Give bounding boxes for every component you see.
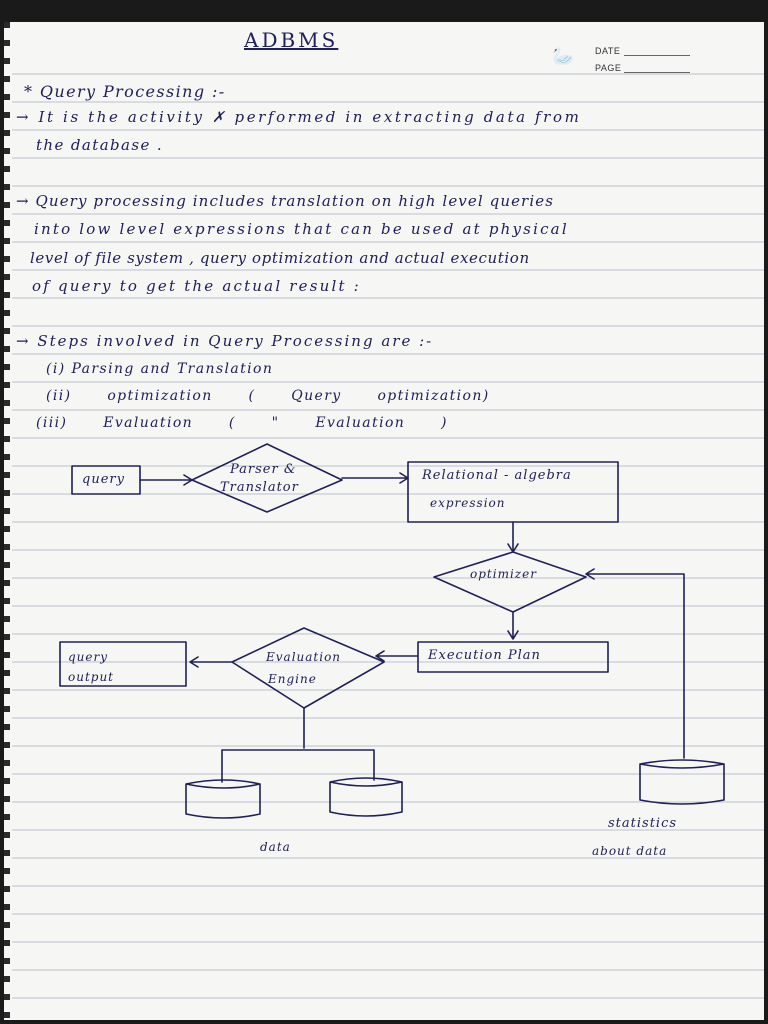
optimizer-label: optimizer <box>470 567 537 581</box>
notes-heading: * Query Processing :- <box>24 82 226 101</box>
notebook-page: ADBMS 🦢 DATE PAGE * Query Processing :- … <box>4 22 764 1020</box>
relational-algebra-label-line1: Relational - algebra <box>422 468 572 483</box>
note-line: the database . <box>36 136 164 154</box>
page-label: PAGE <box>595 63 622 73</box>
note-line: → Steps involved in Query Processing are… <box>16 332 434 350</box>
note-line: into low level expressions that can be u… <box>34 220 569 238</box>
parser-label-line2: Translator <box>220 480 299 495</box>
statistics-label-line2: about data <box>592 844 668 858</box>
spiral-binding <box>4 22 10 1020</box>
note-line: (i) Parsing and Translation <box>46 361 274 377</box>
note-line: level of file system , query optimizatio… <box>30 249 530 267</box>
evaluation-engine-label-line2: Engine <box>268 672 317 686</box>
date-label: DATE <box>595 46 621 56</box>
note-line: (iii) Evaluation ( " Evaluation ) <box>36 415 448 431</box>
note-line: (ii) optimization ( Query optimization) <box>46 388 490 404</box>
query-label: query <box>82 472 125 487</box>
page-line <box>624 72 690 73</box>
statistics-label-line1: statistics <box>608 816 678 831</box>
evaluation-engine-label-line1: Evaluation <box>266 650 342 664</box>
query-output-label-line1: query <box>68 650 109 664</box>
ruled-lines <box>12 73 764 999</box>
relational-algebra-label-line2: expression <box>430 496 506 510</box>
data-label: data <box>260 840 291 854</box>
page-title: ADBMS <box>244 28 339 52</box>
execution-plan-label: Execution Plan <box>428 648 541 663</box>
date-line <box>624 55 690 56</box>
query-output-label-line2: output <box>68 670 115 684</box>
swan-logo-icon: 🦢 <box>552 46 575 67</box>
note-line: → Query processing includes translation … <box>16 192 554 210</box>
note-line: → It is the activity ✗ performed in extr… <box>16 108 582 126</box>
note-line: of query to get the actual result : <box>32 277 361 295</box>
parser-label-line1: Parser & <box>230 462 297 477</box>
